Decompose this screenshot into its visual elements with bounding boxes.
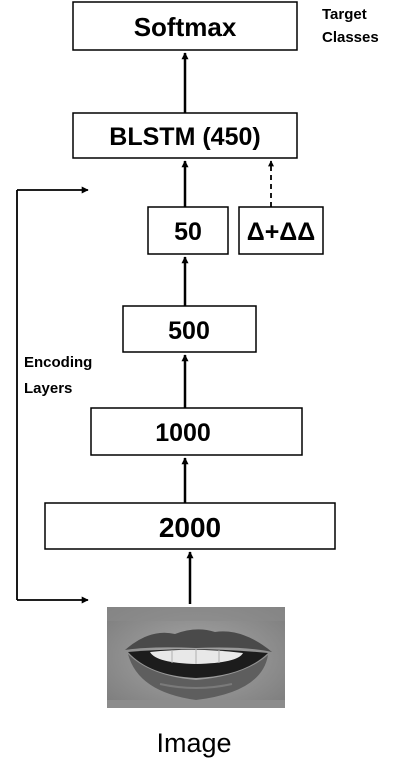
layer-500-label: 500 bbox=[168, 317, 210, 345]
layer-2000-label: 2000 bbox=[159, 512, 221, 543]
layer-500-box bbox=[122, 305, 257, 353]
layer-50-label: 50 bbox=[174, 218, 202, 246]
layer-1000-label: 1000 bbox=[155, 419, 211, 447]
target-classes-line2: Classes bbox=[322, 29, 379, 46]
mouth-image bbox=[107, 607, 285, 708]
blstm-box bbox=[72, 112, 298, 159]
layer-2000-box bbox=[44, 502, 336, 550]
image-caption: Image bbox=[156, 728, 231, 758]
softmax-label: Softmax bbox=[134, 12, 237, 42]
target-classes-line1: Target bbox=[322, 6, 367, 23]
encoding-layers-line2: Layers bbox=[24, 380, 72, 397]
blstm-label: BLSTM (450) bbox=[109, 123, 260, 151]
delta-box bbox=[238, 206, 324, 255]
delta-label: Δ+ΔΔ bbox=[247, 218, 316, 246]
encoding-layers-line1: Encoding bbox=[24, 354, 92, 371]
softmax-box bbox=[72, 1, 298, 51]
layer-50-box bbox=[147, 206, 229, 255]
layer-1000-box bbox=[90, 407, 303, 456]
